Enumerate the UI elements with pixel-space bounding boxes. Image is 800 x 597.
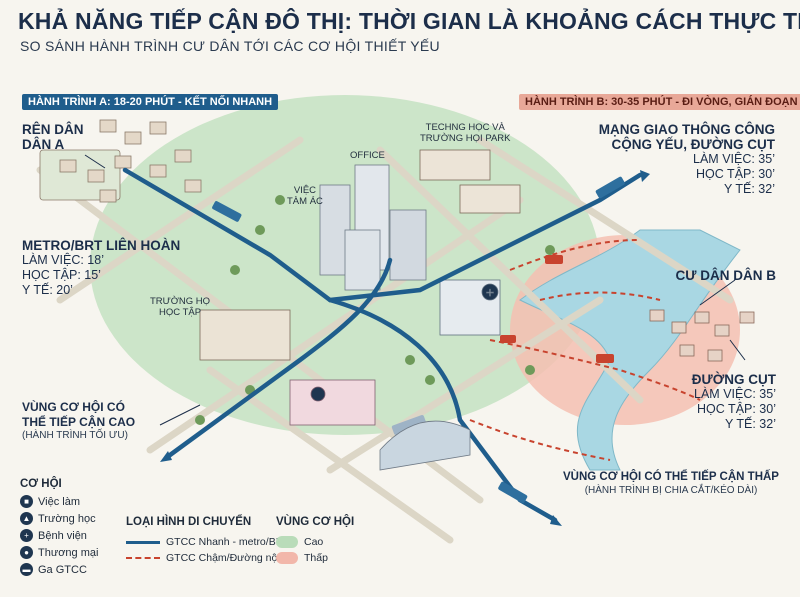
fast-line-swatch <box>126 540 160 544</box>
page-title: KHẢ NĂNG TIẾP CẬN ĐÔ THỊ: THỜI GIAN LÀ K… <box>18 8 800 34</box>
legend-label-school: Trường học <box>38 512 96 525</box>
legend-label-hospital: Bệnh viện <box>38 529 87 542</box>
resident-a-label: RÊN DÂN DÂN A <box>22 122 84 152</box>
zone-low-label: Thấp <box>304 552 328 564</box>
legend-label-commerce: Thương mại <box>38 546 99 559</box>
legend-label-station: Ga GTCC <box>38 563 87 576</box>
weak-network-times: MẠNG GIAO THÔNG CÔNG CỘNG YẾU, ĐƯỜNG CỤT… <box>595 122 775 197</box>
transit-hub <box>379 420 471 471</box>
vehicles <box>212 176 625 504</box>
briefcase-icon: ■ <box>20 495 33 508</box>
metro-heading: METRO/BRT LIÊN HOÀN <box>22 238 181 253</box>
legend-item-hospital: + Bệnh viện <box>20 527 120 544</box>
school-label: TRƯỜNG HỌ HỌC TẬP <box>150 296 210 318</box>
train-icon: ▬ <box>20 563 33 576</box>
resident-b-text: CƯ DÂN DÂN B <box>675 268 776 283</box>
dead-end-heading: ĐƯỜNG CỤT <box>691 372 776 387</box>
high-zone-label: VÙNG CƠ HỘI CÓ THỂ TIẾP CẬN CAO (HÀNH TR… <box>22 400 135 442</box>
resident-b-label: CƯ DÂN DÂN B <box>660 268 776 283</box>
office-towers <box>319 164 427 291</box>
school-label-line2: HỌC TẬP <box>159 307 202 318</box>
zone-low: Thấp <box>276 550 354 566</box>
high-zone-line2: THỂ TIẾP CẬN CAO <box>22 415 136 429</box>
metro-health: Y TẾ: 20’ <box>22 283 73 297</box>
pointer-lines <box>84 154 746 426</box>
dead-end-health: Y TẾ: 32’ <box>725 417 776 431</box>
mode-fast: GTCC Nhanh - metro/BRT <box>126 534 294 550</box>
high-zone-line1: VÙNG CƠ HỘI CÓ <box>22 400 125 414</box>
journey-a-badge: HÀNH TRÌNH A: 18-20 PHÚT - KẾT NỐI NHANH <box>22 94 279 110</box>
shopping-cart-icon: ● <box>20 546 33 559</box>
fast-transit-routes <box>122 167 643 523</box>
tech-label-line2: TRƯỜNG HỌI PARK <box>420 133 511 144</box>
mode-fast-label: GTCC Nhanh - metro/BRT <box>166 536 290 548</box>
legend-label-jobs: Việc làm <box>38 495 80 508</box>
modes-heading: LOẠI HÌNH DI CHUYỂN <box>126 516 252 528</box>
weak-network-line1: MẠNG GIAO THÔNG CÔNG <box>598 122 775 137</box>
zone-high-label: Cao <box>304 536 324 548</box>
legend-item-school: ▲ Trường học <box>20 510 120 527</box>
weak-network-line2: CỘNG YẾU, ĐƯỜNG CỤT <box>611 137 775 152</box>
jobs-label-line2: TÀM ÁC <box>287 196 323 207</box>
hospital-building: + <box>439 279 501 336</box>
slow-line-swatch <box>126 557 160 559</box>
residential-b <box>649 309 755 362</box>
low-zone-line1: VÙNG CƠ HỘI CÓ THỂ TIẾP CẬN THẤP <box>563 471 779 483</box>
page-subtitle: SO SÁNH HÀNH TRÌNH CƯ DÂN TỚI CÁC CƠ HỘI… <box>20 38 440 54</box>
weak-network-health: Y TẾ: 32’ <box>724 182 775 196</box>
tech-park <box>419 149 521 214</box>
low-zone-note: (HÀNH TRÌNH BỊ CHIA CẮT/KÉO DÀI) <box>584 485 758 496</box>
high-zone-note: (HÀNH TRÌNH TỐI ƯU) <box>22 430 128 441</box>
resident-a-line1: RÊN DÂN <box>22 122 84 137</box>
weak-network-work: LÀM VIỆC: 35’ <box>693 152 775 166</box>
journey-b-badge: HÀNH TRÌNH B: 30-35 PHÚT - ĐI VÒNG, GIÁN… <box>519 94 800 110</box>
resident-a-line2: DÂN A <box>22 137 65 152</box>
legend-item-station: ▬ Ga GTCC <box>20 561 120 578</box>
low-zone-swatch <box>276 552 298 564</box>
zones-heading: VÙNG CƠ HỘI <box>276 516 355 528</box>
dead-end-work: LÀM VIỆC: 35’ <box>694 387 776 401</box>
residential-a <box>39 119 202 203</box>
jobs-label-line1: VIỆC <box>293 185 317 196</box>
office-label: OFFICE <box>350 150 385 161</box>
mode-slow-label: GTCC Chậm/Đường nội đô <box>166 552 295 564</box>
metro-study: HỌC TẬP: 15’ <box>22 268 101 282</box>
shopping-mall <box>289 379 376 426</box>
jobs-label: VIỆC TÀM ÁC <box>287 185 323 207</box>
opportunity-legend: CƠ HỘI ■Việc làm ▲Trường học +Bệnh viện … <box>20 478 120 578</box>
graduation-cap-icon: ▲ <box>20 512 33 525</box>
tech-park-label: TECHNG HỌC VÀ TRƯỜNG HỌI PARK <box>420 122 511 144</box>
zone-high: Cao <box>276 534 354 550</box>
legend-item-commerce: ● Thương mại <box>20 544 120 561</box>
low-zone-label: VÙNG CƠ HỘI CÓ THỂ TIẾP CẬN THẤP (HÀNH T… <box>560 470 782 497</box>
school-building <box>199 309 291 361</box>
legend-item-jobs: ■ Việc làm <box>20 493 120 510</box>
transport-mode-legend: LOẠI HÌNH DI CHUYỂN GTCC Nhanh - metro/B… <box>126 516 294 566</box>
tech-label-line1: TECHNG HỌC VÀ <box>425 122 505 133</box>
legend-heading: CƠ HỘI <box>20 478 62 490</box>
school-label-line1: TRƯỜNG HỌ <box>150 296 211 307</box>
slow-transit-routes <box>469 239 701 461</box>
route-arrows <box>160 170 650 526</box>
high-zone-swatch <box>276 536 298 548</box>
metro-times: METRO/BRT LIÊN HOÀN LÀM VIỆC: 18’ HỌC TẬ… <box>22 238 180 298</box>
metro-work: LÀM VIỆC: 18’ <box>22 253 104 267</box>
svg-text:+: + <box>485 286 494 299</box>
medical-cross-icon: + <box>20 529 33 542</box>
weak-network-study: HỌC TẬP: 30’ <box>696 167 775 181</box>
mode-slow: GTCC Chậm/Đường nội đô <box>126 550 294 566</box>
dead-end-times: ĐƯỜNG CỤT LÀM VIỆC: 35’ HỌC TẬP: 30’ Y T… <box>680 372 776 432</box>
zone-legend: VÙNG CƠ HỘI Cao Thấp <box>276 516 354 566</box>
dead-end-study: HỌC TẬP: 30’ <box>697 402 776 416</box>
